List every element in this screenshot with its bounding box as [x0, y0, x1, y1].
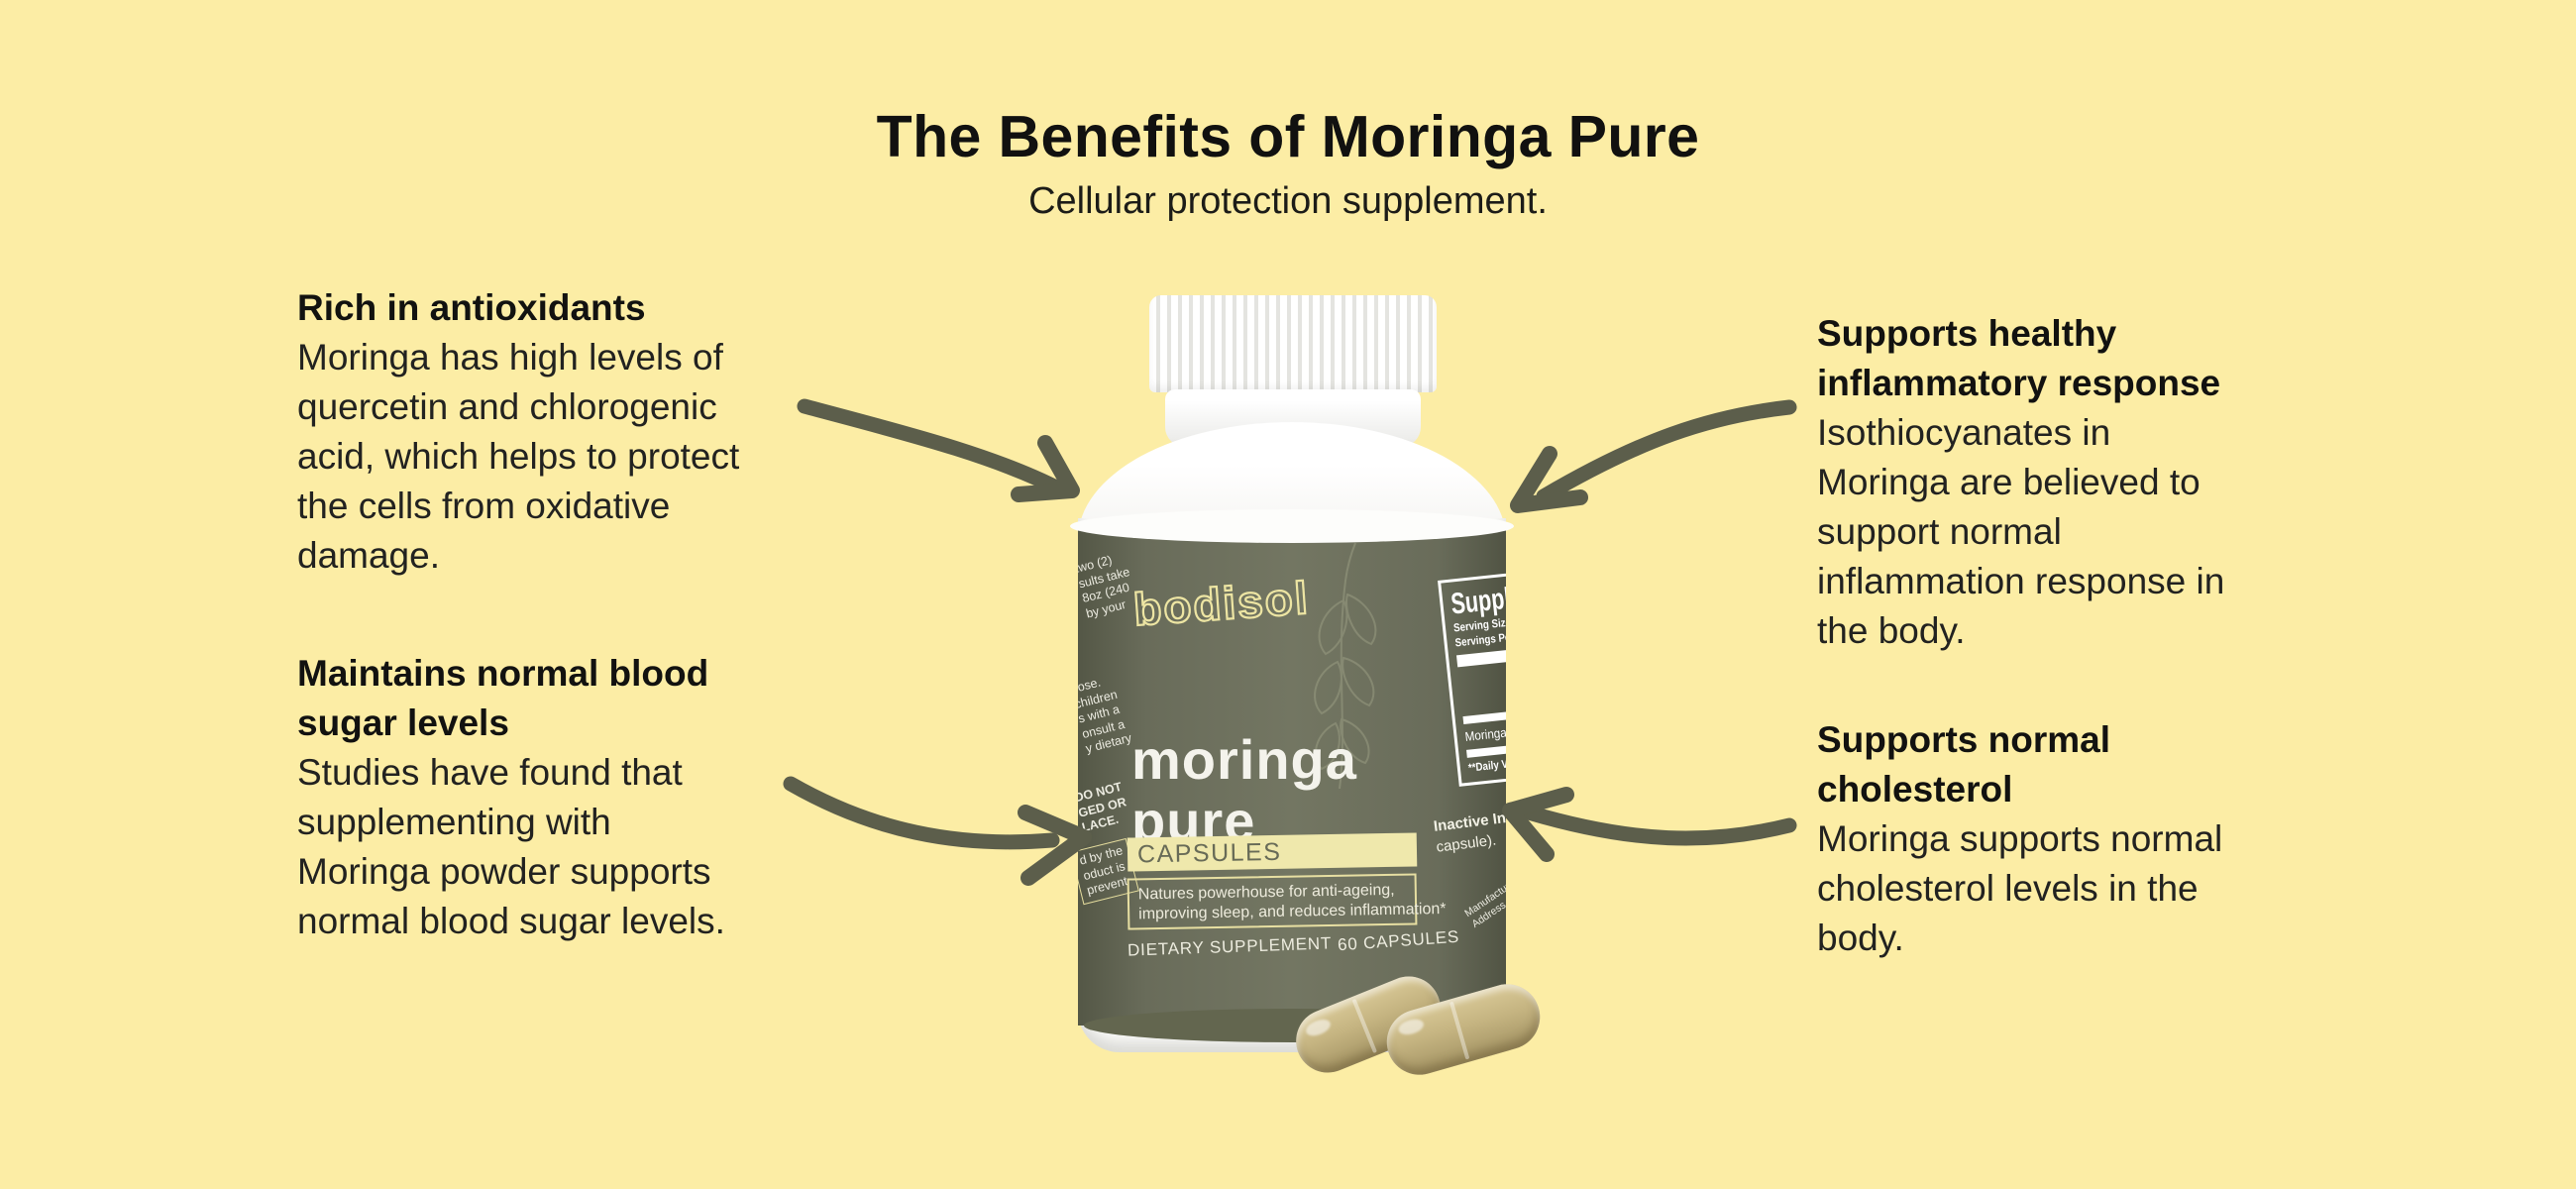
- label-warning-text: dose. children s with a onsult a y dieta…: [1078, 671, 1133, 757]
- bottle-cap: [1149, 295, 1437, 392]
- arrow-bottom-right: [1502, 787, 1797, 862]
- benefit-body-line: supplementing with: [297, 802, 611, 842]
- label-storage-text: DO NOT GED OR LACE.: [1078, 780, 1131, 836]
- arrow-top-left: [797, 398, 1080, 502]
- benefit-body-line: acid, which helps to protect: [297, 436, 740, 477]
- page-subtitle: Cellular protection supplement.: [1028, 180, 1548, 222]
- page-title: The Benefits of Moringa Pure: [876, 104, 1700, 169]
- leaf-art-icon: [1314, 542, 1377, 789]
- benefit-antioxidants: Rich in antioxidants Moringa has high le…: [297, 283, 739, 581]
- tagline-line: improving sleep, and reduces inflammatio…: [1138, 900, 1447, 923]
- capsules-band: CAPSULES: [1127, 832, 1418, 872]
- dietary-supplement-label: DIETARY SUPPLEMENT: [1127, 933, 1333, 960]
- benefit-inflammatory: Supports healthy inflammatory response I…: [1817, 309, 2224, 656]
- product-name-line1: moringa: [1131, 728, 1357, 791]
- benefit-body-line: Moringa supports normal: [1817, 818, 2223, 859]
- benefit-heading: Maintains normal blood: [297, 653, 709, 694]
- tagline-box: Natures powerhouse for anti-ageing, impr…: [1127, 873, 1447, 930]
- arrow-bottom-left: [783, 776, 1092, 886]
- benefit-body-line: the cells from oxidative: [297, 486, 671, 526]
- benefit-body-line: the body.: [1817, 610, 1966, 651]
- benefit-body-line: damage.: [297, 535, 440, 576]
- label-manufacturer-text: Manufactured Address: [1462, 874, 1506, 930]
- benefit-blood-sugar: Maintains normal blood sugar levels Stud…: [297, 649, 725, 946]
- benefit-body-line: body.: [1817, 918, 1904, 958]
- capsule-count-label: 60 CAPSULES: [1337, 926, 1460, 955]
- label-top-curve: [1070, 509, 1514, 543]
- supplement-facts-panel: Supplement Serving Size Servings Per Mor…: [1438, 564, 1506, 787]
- benefit-body-line: Moringa are believed to: [1817, 462, 2200, 502]
- benefit-body-line: Moringa has high levels of: [297, 337, 723, 378]
- benefit-heading: sugar levels: [297, 703, 509, 743]
- benefit-heading: cholesterol: [1817, 769, 2013, 810]
- benefit-body-line: support normal: [1817, 511, 2062, 552]
- benefit-body-line: Isothiocyanates in: [1817, 412, 2111, 453]
- bottle-label: two (2) sults take 8oz (240 by your dose…: [1078, 525, 1506, 1026]
- benefit-heading: Supports normal: [1817, 719, 2111, 760]
- facts-title: Supplement: [1449, 575, 1506, 621]
- facts-inactive-text: Inactive Ingre capsule).: [1433, 805, 1506, 857]
- benefit-heading: Rich in antioxidants: [297, 287, 646, 328]
- label-directions-text: two (2) sults take 8oz (240 by your: [1078, 550, 1139, 622]
- benefit-cholesterol: Supports normal cholesterol Moringa supp…: [1817, 715, 2222, 963]
- benefit-heading: Supports healthy: [1817, 313, 2117, 354]
- benefit-body-line: Moringa powder supports: [297, 851, 711, 892]
- benefit-body-line: cholesterol levels in the: [1817, 868, 2199, 909]
- benefit-body-line: Studies have found that: [297, 752, 683, 793]
- benefit-body-line: quercetin and chlorogenic: [297, 386, 717, 427]
- arrow-top-right: [1510, 399, 1797, 513]
- benefit-body-line: normal blood sugar levels.: [297, 901, 725, 941]
- product-bottle: two (2) sults take 8oz (240 by your dose…: [1070, 295, 1514, 1052]
- benefit-heading: inflammatory response: [1817, 363, 2221, 403]
- benefit-body-line: inflammation response in: [1817, 561, 2225, 601]
